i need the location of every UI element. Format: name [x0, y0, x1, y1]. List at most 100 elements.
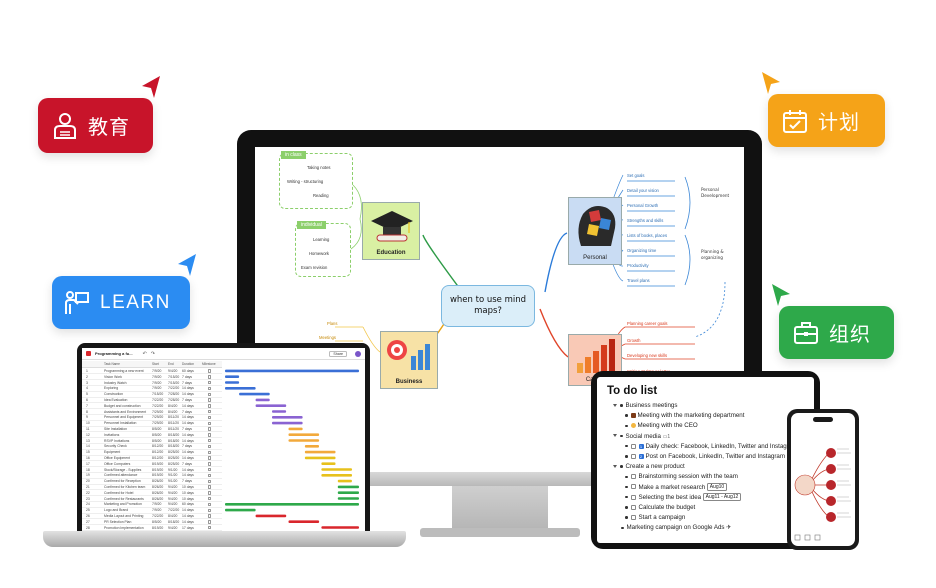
mindmap-node[interactable]: Meetings — [319, 335, 336, 340]
gantt-bar[interactable] — [304, 445, 319, 448]
checkbox[interactable] — [630, 474, 636, 480]
gantt-bar[interactable] — [225, 508, 256, 512]
checkbox[interactable] — [630, 504, 636, 510]
milestone-checkbox[interactable] — [208, 496, 212, 501]
gantt-bar[interactable] — [255, 404, 287, 407]
gantt-bar[interactable] — [288, 433, 320, 436]
column-header[interactable]: End — [168, 362, 174, 366]
gantt-bar[interactable] — [225, 503, 359, 506]
milestone-checkbox[interactable] — [208, 485, 212, 489]
mindmap-node[interactable]: Set goals — [627, 173, 645, 178]
mindmap-node[interactable]: Exam revision — [301, 265, 328, 270]
milestone-checkbox[interactable] — [208, 514, 212, 518]
date-tag[interactable]: Aug10 — [707, 482, 727, 491]
mindmap-node[interactable]: Developing new skills — [627, 353, 668, 358]
column-header[interactable]: Milestone — [202, 362, 216, 366]
mindmap-node[interactable]: Learning — [313, 237, 330, 242]
milestone-checkbox[interactable] — [208, 398, 212, 402]
todo-item[interactable]: Meeting with the CEO — [607, 421, 804, 431]
milestone-checkbox[interactable] — [208, 415, 212, 420]
milestone-checkbox[interactable] — [208, 380, 212, 385]
gantt-bar[interactable] — [321, 474, 352, 477]
checkbox[interactable] — [630, 515, 636, 521]
mindmap-node[interactable]: Detail your vision — [627, 188, 659, 193]
milestone-checkbox[interactable] — [208, 462, 212, 466]
milestone-checkbox[interactable] — [208, 433, 212, 437]
gantt-bar[interactable] — [337, 479, 352, 483]
milestone-checkbox[interactable] — [208, 520, 212, 524]
todo-section[interactable]: Social media ▭1 — [607, 432, 804, 442]
mindmap-node[interactable]: Homework — [309, 251, 330, 256]
milestone-checkbox[interactable] — [208, 467, 212, 472]
date-tag[interactable]: Aug11 - Aug12 — [703, 493, 741, 502]
checkbox[interactable] — [630, 484, 636, 490]
phone-mindmap[interactable] — [791, 413, 855, 546]
todo-item[interactable]: Meeting with the marketing department — [607, 411, 804, 421]
share-button[interactable]: Share — [329, 350, 347, 357]
mindmap-node[interactable]: Travel plans — [627, 278, 650, 283]
mindmap-node[interactable]: Plans — [327, 321, 338, 326]
mindmap-node[interactable]: Productivity — [627, 263, 649, 268]
business-node[interactable]: Business — [380, 331, 438, 389]
milestone-checkbox[interactable] — [208, 508, 212, 512]
column-header[interactable]: Start — [152, 362, 159, 366]
gantt-bar[interactable] — [225, 387, 256, 390]
gantt-bar[interactable] — [255, 514, 287, 518]
mindmap-node[interactable]: Personal Growth — [627, 203, 659, 208]
milestone-checkbox[interactable] — [208, 421, 212, 425]
milestone-checkbox[interactable] — [208, 502, 212, 507]
gantt-bar[interactable] — [304, 456, 336, 460]
gantt-bar[interactable] — [272, 410, 287, 413]
milestone-checkbox[interactable] — [208, 456, 212, 460]
gantt-bar[interactable] — [337, 491, 359, 494]
column-header[interactable]: Duration — [182, 362, 195, 366]
collapse-icon[interactable] — [613, 465, 617, 469]
milestone-checkbox[interactable] — [208, 409, 212, 414]
gantt-bar[interactable] — [225, 375, 240, 378]
todo-item[interactable]: Calculate the budget — [607, 503, 804, 513]
undo-icon[interactable]: ↶ — [142, 350, 147, 357]
gantt-bar[interactable] — [321, 462, 336, 465]
gantt-bar[interactable] — [321, 526, 359, 529]
todo-item[interactable]: Brainstorming session with the team — [607, 472, 804, 482]
gantt-bar[interactable] — [288, 439, 320, 442]
todo-section[interactable]: Create a new product — [607, 462, 804, 472]
collapse-icon[interactable] — [613, 403, 617, 407]
mindmap-node[interactable]: Reading — [313, 193, 329, 198]
checkbox[interactable] — [630, 494, 636, 500]
milestone-checkbox[interactable] — [208, 386, 212, 391]
gantt-bar[interactable] — [321, 468, 352, 471]
milestone-checkbox[interactable] — [208, 392, 212, 396]
gantt-bar[interactable] — [288, 520, 320, 523]
milestone-checkbox[interactable] — [208, 427, 212, 431]
milestone-checkbox[interactable] — [208, 525, 212, 530]
